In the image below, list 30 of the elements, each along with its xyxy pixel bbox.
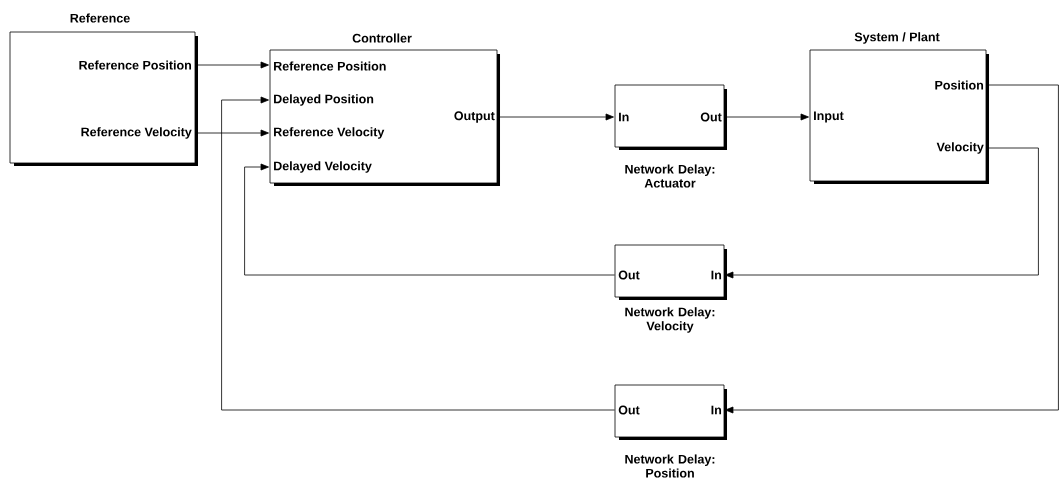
port-label: Output xyxy=(454,111,495,123)
arrow xyxy=(244,163,615,276)
port-label: Input xyxy=(814,111,844,123)
port-label: Reference Velocity xyxy=(274,127,385,139)
arrow xyxy=(724,113,809,121)
block-caption: Network Delay: Position xyxy=(625,454,715,478)
arrow xyxy=(725,147,1039,279)
port-label: Velocity xyxy=(936,142,984,154)
block-title: Reference xyxy=(70,13,130,23)
block-caption: Network Delay: Velocity xyxy=(625,307,715,333)
block-caption: Network Delay: Actuator xyxy=(625,164,715,188)
port-label: Reference Velocity xyxy=(81,127,192,139)
arrow xyxy=(195,61,269,69)
port-label: Reference Position xyxy=(79,60,191,70)
port-label: Out xyxy=(618,270,640,280)
port-label: In xyxy=(619,112,629,122)
arrow xyxy=(221,96,615,411)
arrow xyxy=(497,113,614,121)
arrow xyxy=(195,129,269,137)
port-label: Delayed Position xyxy=(274,94,374,106)
port-label: Position xyxy=(935,80,984,90)
port-label: Delayed Velocity xyxy=(274,161,372,173)
port-label: Out xyxy=(618,405,640,415)
block-title: Controller xyxy=(352,33,412,43)
block-title: System / Plant xyxy=(854,32,940,44)
port-label: Out xyxy=(700,112,722,122)
port-label: In xyxy=(711,270,722,280)
port-label: Reference Position xyxy=(274,61,386,71)
port-label: In xyxy=(711,405,722,415)
arrow xyxy=(725,84,1059,414)
